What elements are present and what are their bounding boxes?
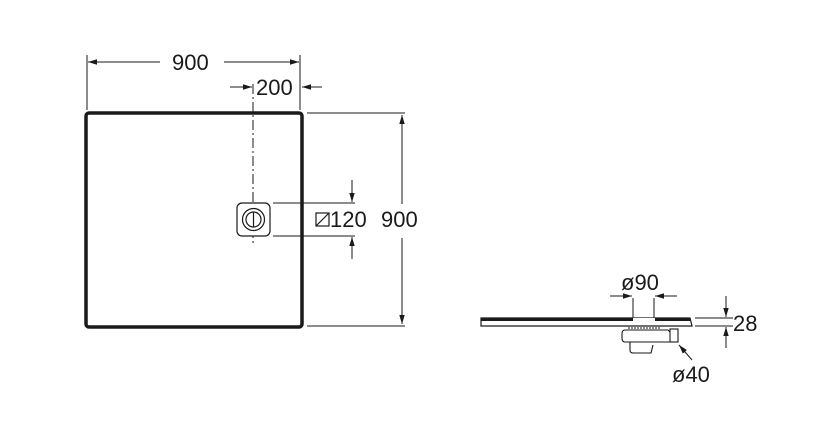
drain-diameter-dimension: ø90: [610, 270, 677, 318]
drain-size-dimension: 120: [273, 180, 367, 259]
drain-trap: [621, 327, 679, 354]
width-dimension: 900: [86, 50, 301, 110]
height-label: 900: [381, 207, 418, 232]
thickness-label: 28: [733, 311, 757, 336]
width-label: 900: [172, 50, 209, 75]
thickness-dimension: 28: [695, 296, 757, 348]
tray-outline: [84, 111, 304, 329]
side-view: ø90 28 ø40: [480, 270, 757, 387]
drain-diameter-label: ø90: [621, 270, 659, 295]
drain-size-label: 120: [330, 207, 367, 232]
square-symbol-icon: [315, 212, 330, 227]
outlet-diameter-callout: ø40: [672, 344, 710, 387]
outlet-diameter-label: ø40: [672, 362, 710, 387]
plan-view: 900 200 120: [84, 50, 418, 329]
drain-icon: [236, 202, 271, 237]
drain-offset-dimension: 200: [230, 75, 322, 100]
drain-offset-label: 200: [256, 75, 293, 100]
tray-profile: [480, 317, 693, 327]
height-dimension: 900: [307, 112, 418, 327]
